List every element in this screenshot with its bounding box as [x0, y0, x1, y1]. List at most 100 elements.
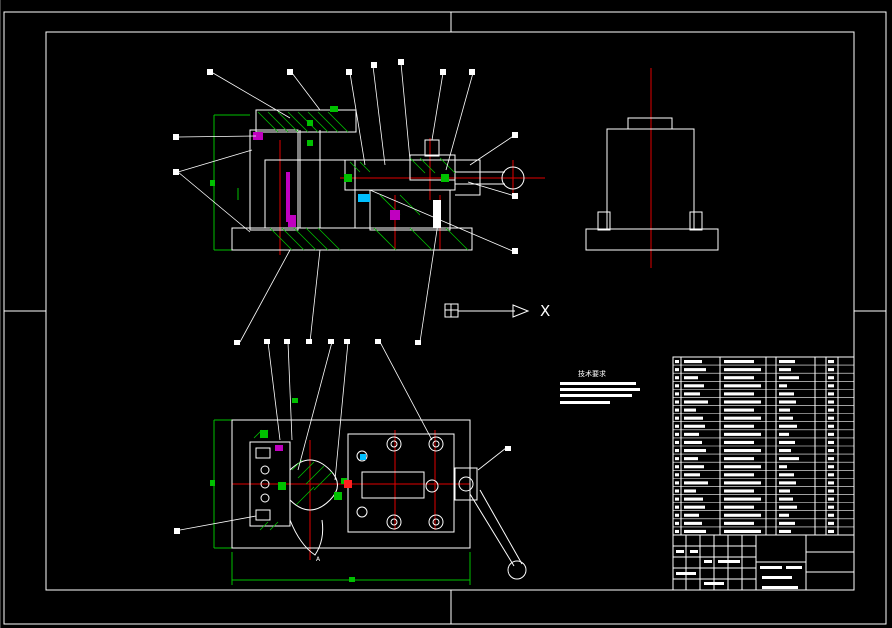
- parts-list-cell-text: [828, 384, 834, 388]
- parts-list-cell-text: [724, 505, 754, 509]
- parts-list-cell-text: [828, 529, 834, 533]
- parts-list-cell-text: [779, 384, 787, 388]
- parts-list-index: [675, 416, 679, 420]
- parts-list-cell-text: [684, 473, 700, 477]
- parts-list-index: [675, 449, 679, 453]
- parts-list-cell-text: [724, 529, 761, 533]
- tech-requirements-lines: [560, 382, 640, 404]
- parts-list-cell-text: [828, 489, 834, 493]
- parts-list-cell-text: [828, 497, 834, 501]
- parts-list-cell-text: [828, 400, 834, 404]
- parts-list-index: [675, 440, 679, 444]
- parts-list-cell-text: [724, 384, 761, 388]
- parts-list-cell-text: [779, 368, 791, 372]
- parts-list-cell-text: [684, 384, 704, 388]
- parts-list-index: [675, 376, 679, 380]
- parts-list-cell-text: [724, 440, 754, 444]
- parts-list-cell-text: [724, 521, 754, 525]
- parts-list-cell-text: [779, 513, 789, 517]
- parts-list-cell-text: [779, 360, 795, 364]
- parts-list-index: [675, 432, 679, 436]
- parts-list-cell-text: [684, 368, 706, 372]
- parts-list-cell-text: [779, 529, 791, 533]
- parts-list: [672, 356, 855, 536]
- parts-list-cell-text: [828, 449, 834, 453]
- parts-list-cell-text: [684, 529, 706, 533]
- parts-list-index: [675, 473, 679, 477]
- axis-label: X: [540, 302, 551, 320]
- front-view: [173, 59, 545, 255]
- parts-list-cell-text: [724, 416, 761, 420]
- parts-list-cell-text: [828, 424, 834, 428]
- parts-list-cell-text: [779, 521, 795, 525]
- parts-list-index: [675, 392, 679, 396]
- parts-list-cell-text: [684, 400, 708, 404]
- parts-list-cell-text: [828, 473, 834, 477]
- parts-list-cell-text: [684, 505, 705, 509]
- parts-list-cell-text: [779, 400, 796, 404]
- parts-list-cell-text: [684, 408, 696, 412]
- tech-requirements-title: 技术要求: [578, 370, 606, 378]
- parts-list-cell-text: [724, 513, 761, 517]
- parts-list-cell-text: [684, 376, 698, 380]
- parts-list-index: [675, 505, 679, 509]
- parts-list-cell-text: [684, 513, 699, 517]
- parts-list-cell-text: [684, 449, 706, 453]
- parts-list-cell-text: [684, 424, 705, 428]
- parts-list-cell-text: [828, 465, 834, 469]
- parts-list-cell-text: [684, 440, 702, 444]
- parts-list-cell-text: [828, 440, 834, 444]
- parts-list-cell-text: [779, 432, 789, 436]
- parts-list-cell-text: [724, 424, 754, 428]
- parts-list-cell-text: [828, 457, 834, 461]
- parts-list-cell-text: [724, 368, 761, 372]
- parts-list-cell-text: [724, 392, 754, 396]
- side-view: [585, 68, 719, 268]
- parts-list-cell-text: [828, 392, 834, 396]
- parts-list-cell-text: [779, 473, 794, 477]
- parts-list-cell-text: [684, 465, 704, 469]
- parts-list-cell-text: [828, 360, 834, 364]
- parts-list-index: [675, 465, 679, 469]
- parts-list-cell-text: [684, 489, 696, 493]
- parts-list-index: [675, 368, 679, 372]
- parts-list-cell-text: [684, 360, 702, 364]
- parts-list-index: [675, 497, 679, 501]
- parts-list-cell-text: [779, 497, 793, 501]
- parts-list-index: [675, 457, 679, 461]
- parts-list-cell-text: [779, 465, 787, 469]
- parts-list-cell-text: [684, 432, 699, 436]
- parts-list-cell-text: [724, 432, 761, 436]
- parts-list-cell-text: [724, 481, 761, 485]
- parts-list-cell-text: [779, 392, 794, 396]
- parts-list-cell-text: [779, 449, 791, 453]
- parts-list-cell-text: [684, 392, 700, 396]
- parts-list-cell-text: [779, 440, 795, 444]
- parts-list-index: [675, 360, 679, 364]
- parts-list-cell-text: [779, 457, 799, 461]
- parts-list-cell-text: [724, 465, 761, 469]
- parts-list-cell-text: [724, 457, 754, 461]
- parts-list-cell-text: [828, 521, 834, 525]
- parts-list-cell-text: [779, 408, 790, 412]
- parts-list-cell-text: [828, 376, 834, 380]
- title-block: [672, 534, 855, 591]
- parts-list-index: [675, 529, 679, 533]
- parts-list-cell-text: [724, 408, 754, 412]
- parts-list-cell-text: [828, 416, 834, 420]
- axis-marker: [444, 303, 530, 318]
- parts-list-cell-text: [828, 432, 834, 436]
- parts-list-cell-text: [828, 408, 834, 412]
- parts-list-cell-text: [684, 521, 702, 525]
- parts-list-index: [675, 400, 679, 404]
- parts-list-cell-text: [684, 481, 708, 485]
- parts-list-cell-text: [828, 481, 834, 485]
- parts-list-index: [675, 408, 679, 412]
- parts-list-cell-text: [779, 416, 793, 420]
- parts-list-cell-text: [724, 360, 754, 364]
- parts-list-cell-text: [724, 400, 761, 404]
- parts-list-cell-text: [779, 376, 799, 380]
- parts-list-index: [675, 489, 679, 493]
